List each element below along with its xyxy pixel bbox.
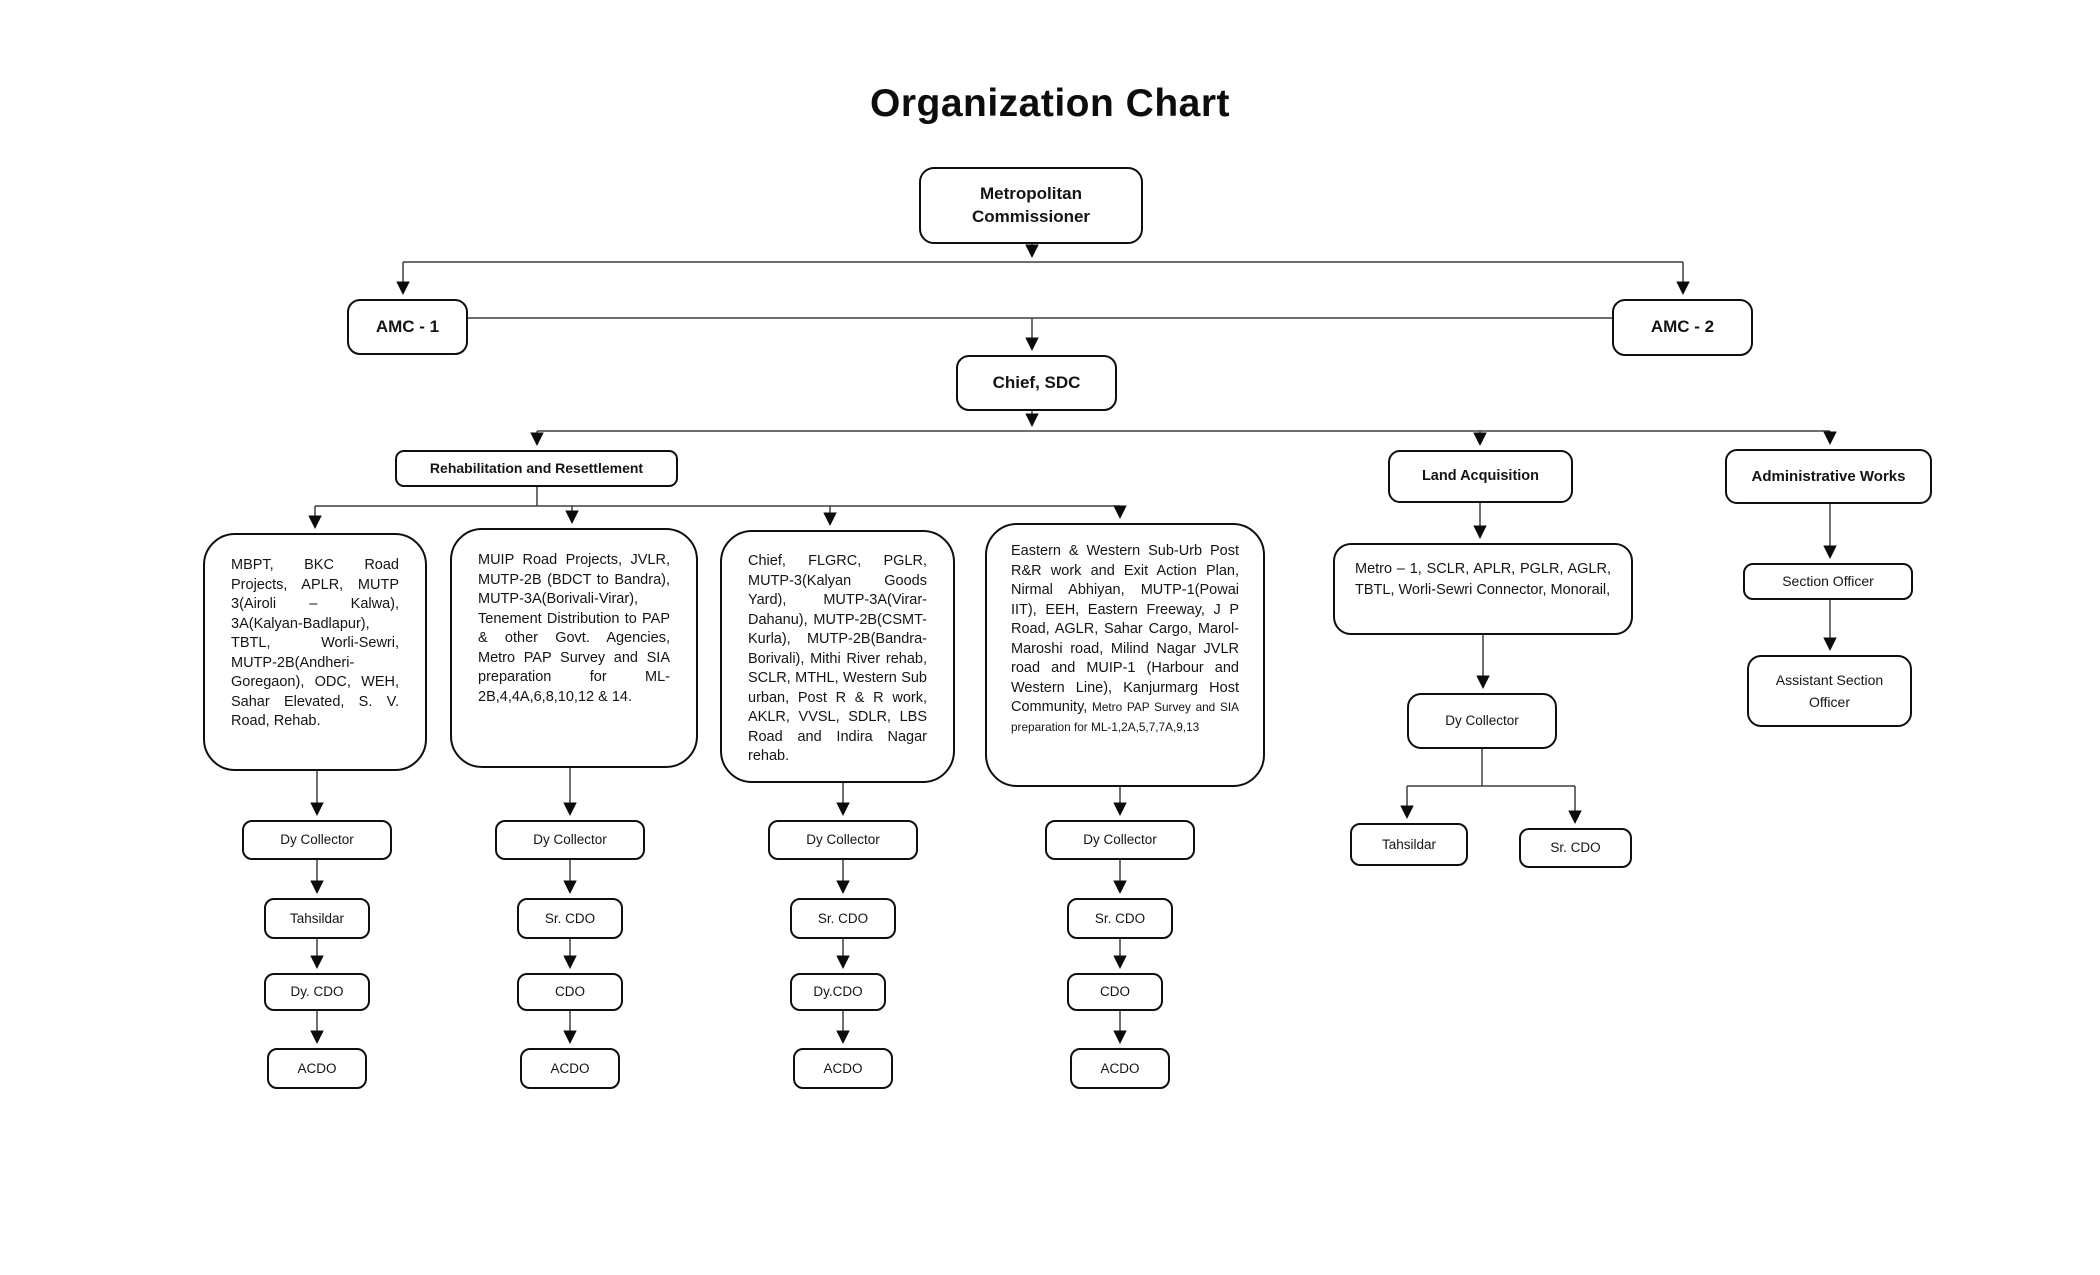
rehab2-sr-cdo: Sr. CDO	[517, 898, 623, 939]
rehab1-tahsildar: Tahsildar	[264, 898, 370, 939]
rehab-unit-4-description-small: Metro PAP Survey and SIA preparation for…	[1011, 700, 1239, 734]
rehab4-acdo: ACDO	[1070, 1048, 1170, 1089]
node-amc-2: AMC - 2	[1612, 299, 1753, 356]
rehab-unit-4-description-main: Eastern & Western Sub-Urb Post R&R work …	[1011, 543, 1239, 715]
land-acquisition-scope-box: Metro – 1, SCLR, APLR, PGLR, AGLR, TBTL,…	[1333, 543, 1633, 635]
branch-administrative-works: Administrative Works	[1725, 449, 1932, 504]
node-metropolitan-commissioner: Metropolitan Commissioner	[919, 167, 1143, 244]
branch-land-acquisition: Land Acquisition	[1388, 450, 1573, 503]
rehab4-sr-cdo: Sr. CDO	[1067, 898, 1173, 939]
rehab-unit-4-description-box: Eastern & Western Sub-Urb Post R&R work …	[985, 523, 1265, 787]
rehab4-cdo: CDO	[1067, 973, 1163, 1011]
node-amc-1: AMC - 1	[347, 299, 468, 355]
rehab1-acdo: ACDO	[267, 1048, 367, 1089]
admin-assistant-section-officer: Assistant Section Officer	[1747, 655, 1912, 727]
rehab3-acdo: ACDO	[793, 1048, 893, 1089]
rehab3-dy-cdo: Dy.CDO	[790, 973, 886, 1011]
land-acq-sr-cdo: Sr. CDO	[1519, 828, 1632, 868]
rehab-unit-1-description-box: MBPT, BKC Road Projects, APLR, MUTP 3(Ai…	[203, 533, 427, 771]
rehab-unit-2-description: MUIP Road Projects, JVLR, MUTP-2B (BDCT …	[478, 552, 670, 705]
land-acq-tahsildar: Tahsildar	[1350, 823, 1468, 866]
admin-section-officer: Section Officer	[1743, 563, 1913, 600]
rehab2-cdo: CDO	[517, 973, 623, 1011]
rehab3-dy-collector: Dy Collector	[768, 820, 918, 860]
land-acq-dy-collector: Dy Collector	[1407, 693, 1557, 749]
rehab1-dy-cdo: Dy. CDO	[264, 973, 370, 1011]
branch-rehabilitation-and-resettlement: Rehabilitation and Resettlement	[395, 450, 678, 487]
rehab3-sr-cdo: Sr. CDO	[790, 898, 896, 939]
rehab2-acdo: ACDO	[520, 1048, 620, 1089]
rehab-unit-3-description-box: Chief, FLGRC, PGLR, MUTP-3(Kalyan Goods …	[720, 530, 955, 783]
rehab-unit-3-description: Chief, FLGRC, PGLR, MUTP-3(Kalyan Goods …	[748, 553, 927, 764]
page-title: Organization Chart	[869, 82, 1231, 125]
rehab2-dy-collector: Dy Collector	[495, 820, 645, 860]
rehab1-dy-collector: Dy Collector	[242, 820, 392, 860]
rehab-unit-2-description-box: MUIP Road Projects, JVLR, MUTP-2B (BDCT …	[450, 528, 698, 768]
land-acquisition-scope: Metro – 1, SCLR, APLR, PGLR, AGLR, TBTL,…	[1355, 561, 1611, 598]
rehab-unit-1-description: MBPT, BKC Road Projects, APLR, MUTP 3(Ai…	[231, 557, 399, 729]
rehab4-dy-collector: Dy Collector	[1045, 820, 1195, 860]
rehab-unit-4-description: Eastern & Western Sub-Urb Post R&R work …	[1011, 542, 1239, 737]
node-chief-sdc: Chief, SDC	[956, 355, 1117, 411]
